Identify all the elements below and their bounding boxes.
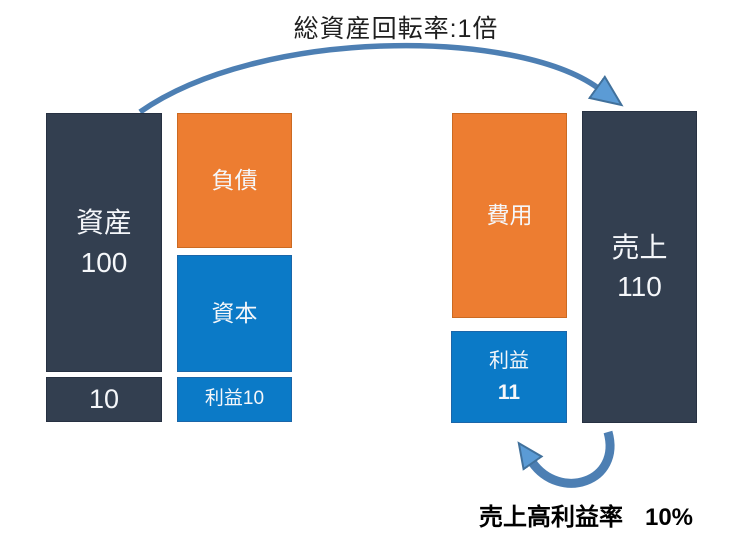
assets-small-segment: 10 — [46, 377, 162, 422]
profit-11-label: 利益 — [489, 349, 529, 372]
liabilities-label: 負債 — [211, 167, 258, 194]
profit-11-value: 11 — [497, 380, 521, 404]
assets-value: 100 — [80, 246, 128, 278]
liabilities-box: 負債 — [177, 113, 292, 248]
assets-bar: 資産 100 — [46, 113, 162, 372]
expenses-label: 費用 — [486, 202, 533, 229]
expenses-box: 費用 — [452, 113, 567, 318]
total-asset-turnover-arrow-icon — [138, 42, 624, 115]
profit-margin-text: 売上高利益率 — [478, 504, 623, 531]
assets-label: 資産 — [75, 207, 132, 239]
profit-10-label: 利益10 — [204, 388, 265, 410]
profit-10-box: 利益10 — [177, 377, 292, 422]
total-asset-turnover-title: 総資産回転率:1倍 — [293, 15, 499, 43]
profit-margin-arrow-icon — [517, 430, 615, 488]
assets-small-value: 10 — [88, 383, 120, 414]
sales-label: 売上 — [611, 231, 668, 263]
sales-value: 110 — [617, 271, 662, 302]
sales-bar: 売上 110 — [582, 111, 697, 423]
capital-label: 資本 — [211, 300, 258, 327]
capital-box: 資本 — [177, 255, 292, 372]
profit-11-box: 利益 11 — [451, 331, 567, 423]
profit-margin-label: 売上高利益率 10% — [436, 497, 736, 532]
profit-margin-value: 10% — [644, 504, 694, 531]
